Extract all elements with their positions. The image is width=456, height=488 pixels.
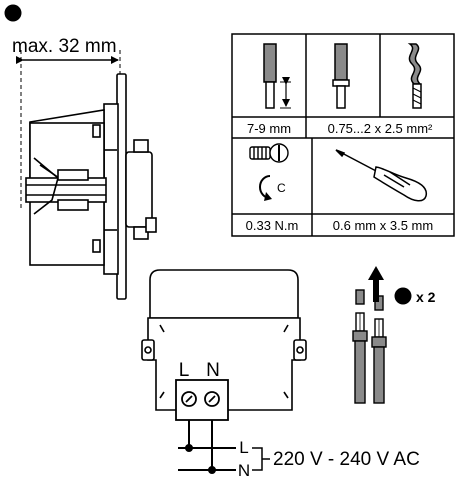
line-l-label: L (239, 438, 248, 457)
line-n-label: N (238, 461, 250, 480)
screwdriver-icon (335, 149, 428, 202)
max-depth-label: max. 32 mm (12, 36, 117, 57)
device-side-view (25, 73, 157, 300)
strip-length-label: 7-9 mm (247, 121, 291, 136)
rotation-label: C (277, 181, 286, 195)
wire-quantity-label: x 2 (416, 289, 436, 305)
wire-stranded-icon (407, 43, 422, 109)
step-1-number: 1 (10, 7, 17, 21)
screw-icon (249, 143, 289, 163)
voltage-label: 220 V - 240 V AC (273, 449, 420, 470)
step-1-marker-icon: 1 (4, 4, 22, 22)
rotate-icon: C (259, 175, 286, 201)
step-1-marker-icon: 1 (394, 287, 412, 305)
wire-1 (352, 312, 368, 404)
spec-table: 7-9 mm 0.75...2 x 2.5 mm² C 0.33 N.m (231, 33, 455, 237)
terminal-l-label: L (179, 360, 190, 381)
terminal-n-label: N (206, 360, 220, 381)
wire-section-label: 0.75...2 x 2.5 mm² (328, 121, 433, 136)
wires-step-number: 1 (400, 290, 407, 304)
wire-ferrule-icon (332, 43, 350, 109)
torque-label: 0.33 N.m (246, 218, 299, 233)
supply-wiring (178, 420, 270, 474)
wire-stripped-icon (263, 43, 291, 109)
wire-2 (371, 318, 387, 404)
screwdriver-size-label: 0.6 mm x 3.5 mm (333, 218, 433, 233)
arrow-up-icon (368, 266, 384, 302)
terminal-block (175, 379, 229, 421)
